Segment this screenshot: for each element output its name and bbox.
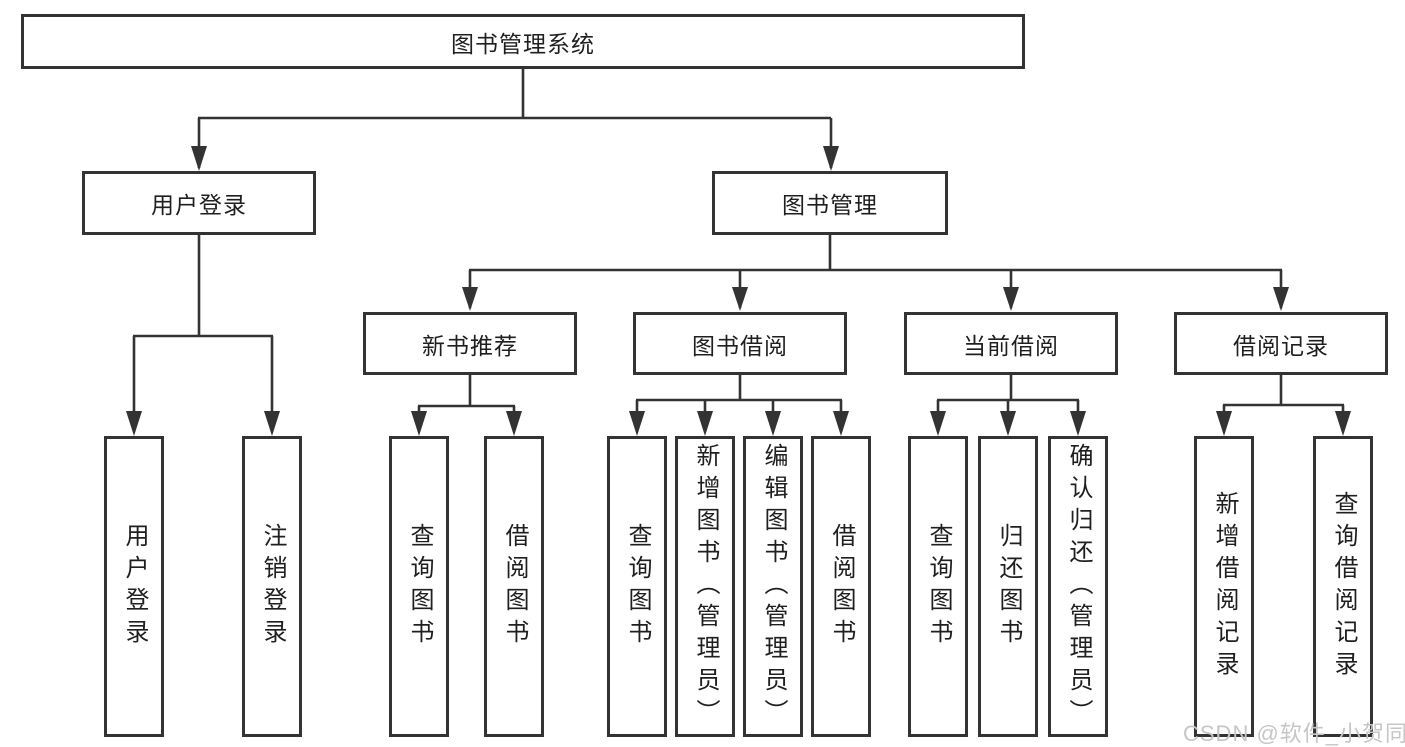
leaf-borrow-books-1: 借阅图书 <box>484 436 544 737</box>
node-label: 图书管理 <box>782 192 878 218</box>
leaf-query-books-2: 查询图书 <box>607 436 667 737</box>
node-current-borrowing: 当前借阅 <box>904 312 1118 375</box>
leaf-label: 查询图书 <box>406 522 433 651</box>
leaf-query-books-1: 查询图书 <box>389 436 449 737</box>
node-new-book-recommendation: 新书推荐 <box>363 312 577 375</box>
node-library-management-system: 图书管理系统 <box>21 14 1025 69</box>
arrowheads <box>126 146 1351 436</box>
leaf-label: 借阅图书 <box>828 522 855 651</box>
node-label: 当前借阅 <box>963 332 1059 359</box>
leaf-label: 借阅图书 <box>501 522 528 651</box>
leaf-add-borrow-record: 新增借阅记录 <box>1194 436 1254 737</box>
leaf-label: 编辑图书（管理员） <box>760 442 787 731</box>
leaf-user-login: 用户登录 <box>104 436 164 737</box>
leaf-edit-books-admin: 编辑图书（管理员） <box>743 436 803 737</box>
leaf-logout: 注销登录 <box>242 436 302 737</box>
node-book-borrowing: 图书借阅 <box>633 312 847 375</box>
node-user-login-branch: 用户登录 <box>82 171 316 235</box>
leaf-label: 确认归还（管理员） <box>1065 442 1092 731</box>
node-label: 借阅记录 <box>1233 332 1329 359</box>
leaf-label: 新增图书（管理员） <box>692 442 719 731</box>
leaf-borrow-books-2: 借阅图书 <box>811 436 871 737</box>
csdn-watermark: CSDN @软件_小贺同学 <box>1183 721 1405 746</box>
leaf-label: 查询图书 <box>624 522 651 651</box>
leaf-label: 注销登录 <box>259 522 286 651</box>
leaf-label: 归还图书 <box>995 522 1022 651</box>
leaf-label: 新增借阅记录 <box>1211 490 1238 683</box>
leaf-query-books-3: 查询图书 <box>908 436 968 737</box>
node-borrowing-records: 借阅记录 <box>1174 312 1388 375</box>
node-label: 图书借阅 <box>692 332 788 359</box>
node-book-management-branch: 图书管理 <box>712 171 948 235</box>
node-label: 新书推荐 <box>422 332 518 359</box>
node-label: 用户登录 <box>151 192 247 218</box>
leaf-add-books-admin: 新增图书（管理员） <box>675 436 735 737</box>
leaf-label: 查询借阅记录 <box>1330 490 1357 683</box>
leaf-query-borrow-record: 查询借阅记录 <box>1313 436 1373 737</box>
leaf-confirm-return-admin: 确认归还（管理员） <box>1048 436 1108 737</box>
leaf-label: 查询图书 <box>925 522 952 651</box>
node-label: 图书管理系统 <box>451 30 595 57</box>
leaf-label: 用户登录 <box>121 522 148 651</box>
leaf-return-books: 归还图书 <box>978 436 1038 737</box>
